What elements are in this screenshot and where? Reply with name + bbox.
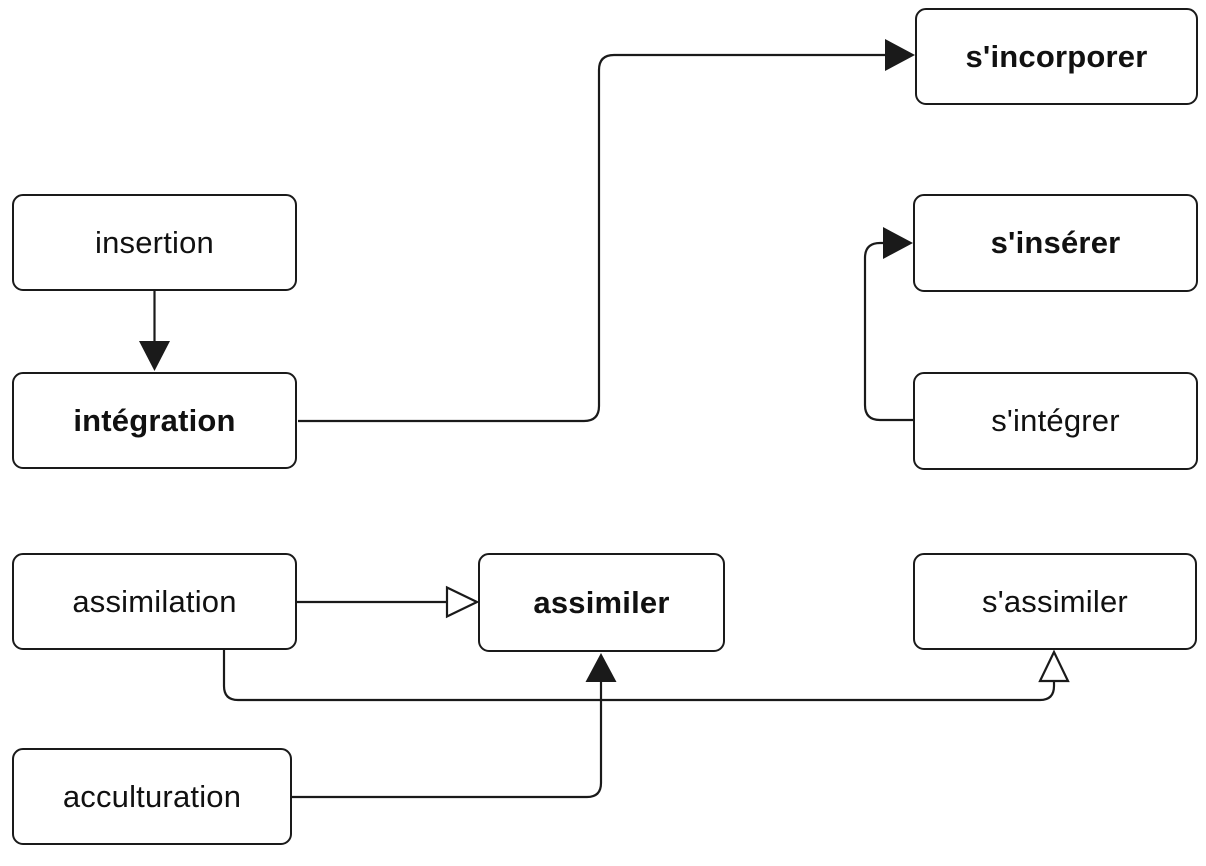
node-s-inserer: s'insérer xyxy=(913,194,1198,292)
node-s-incorporer: s'incorporer xyxy=(915,8,1198,105)
arrowhead-hollow-up-s-assimiler xyxy=(1038,649,1070,683)
edge-integration-to-s-incorporer xyxy=(298,53,885,423)
node-s-integrer: s'intégrer xyxy=(913,372,1198,470)
node-assimiler: assimiler xyxy=(478,553,725,652)
node-insertion: insertion xyxy=(12,194,297,291)
node-acculturation: acculturation xyxy=(12,748,292,845)
node-integration: intégration xyxy=(12,372,297,469)
edge-acculturation-to-assimiler xyxy=(292,682,603,799)
arrowhead-filled-right-s-inserer xyxy=(883,227,913,259)
arrowhead-filled-down-integration xyxy=(139,341,170,371)
edge-assimilation-to-s-assimiler xyxy=(222,650,1056,702)
arrowhead-hollow-right-assimiler xyxy=(445,585,480,619)
arrowhead-filled-right-s-incorporer xyxy=(885,39,915,71)
node-s-assimiler: s'assimiler xyxy=(913,553,1197,650)
node-assimilation: assimilation xyxy=(12,553,297,650)
edge-s-integrer-to-s-inserer xyxy=(863,241,913,422)
arrowhead-filled-up-assimiler xyxy=(585,653,617,682)
